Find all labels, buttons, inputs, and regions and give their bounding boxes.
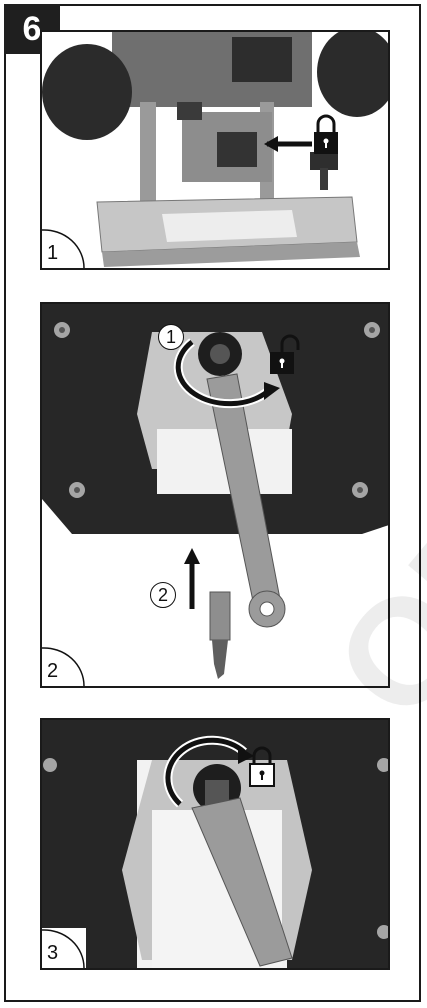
lock-icon (42, 720, 390, 970)
step-label-3: 3 (42, 928, 86, 968)
callout-2: 2 (150, 582, 176, 608)
panel-step-3: 3 (40, 718, 390, 970)
arrow-up-icon (42, 304, 390, 688)
step-label-1: 1 (42, 228, 86, 268)
figure-number: 6 (23, 10, 42, 49)
panel-step-2: 1 2 2 (40, 302, 390, 688)
lock-icon (42, 32, 390, 270)
panel-step-1: 1 (40, 30, 390, 270)
step-label-2: 2 (42, 646, 86, 686)
callout-1: 1 (158, 324, 184, 350)
